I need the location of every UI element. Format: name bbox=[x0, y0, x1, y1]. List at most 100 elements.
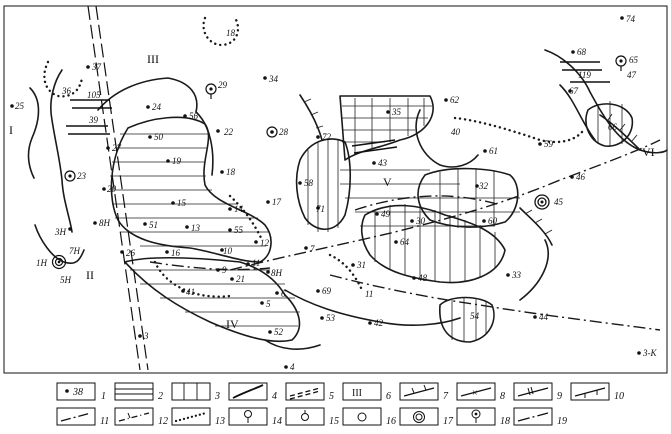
point-label: 36 bbox=[61, 86, 72, 96]
point-label: 30 bbox=[415, 216, 426, 226]
region-label-iii: III bbox=[147, 52, 159, 66]
legend-number: 13 bbox=[215, 416, 225, 427]
point-label: 31 bbox=[356, 260, 366, 270]
legend-roman-symbol: III bbox=[352, 388, 362, 399]
point-label: 17 bbox=[272, 197, 282, 207]
point-label: 7H bbox=[69, 246, 81, 256]
legend-number: 5 bbox=[329, 391, 334, 402]
legend-sample-value: 38 bbox=[72, 387, 83, 398]
vertical-hatch-zone-72-71 bbox=[295, 138, 351, 232]
point-label: 26 bbox=[126, 248, 136, 258]
point-label: 40 bbox=[451, 127, 461, 137]
point-label: 14 bbox=[234, 204, 244, 214]
point-label: 46 bbox=[576, 172, 586, 182]
point-label: 3-K bbox=[642, 348, 657, 358]
point-label: 53 bbox=[326, 313, 336, 323]
region-label-vi: VI bbox=[642, 145, 655, 159]
point-label: 18 bbox=[226, 167, 236, 177]
region-label-iv: IV bbox=[226, 317, 239, 331]
vertical-hatch-zone-center bbox=[360, 204, 506, 284]
point-label: 23 bbox=[77, 171, 87, 181]
point-label: 67 bbox=[569, 86, 579, 96]
point-label: 60 bbox=[488, 216, 498, 226]
point-label: 10 bbox=[223, 246, 233, 256]
point-label: 18 bbox=[226, 28, 236, 38]
point-label: 119 bbox=[578, 70, 591, 80]
point-label: 41 bbox=[186, 287, 195, 297]
point-label: 51 bbox=[149, 220, 158, 230]
point-label: 27 bbox=[112, 143, 122, 153]
point-label: 3H bbox=[54, 227, 67, 237]
point-label: 48 bbox=[418, 273, 428, 283]
point-label: 50 bbox=[154, 132, 164, 142]
legend-number: 8 bbox=[500, 391, 505, 402]
point-label: 34 bbox=[268, 74, 279, 84]
point-label: 21 bbox=[236, 274, 245, 284]
point-label: 43 bbox=[378, 158, 388, 168]
point-label: 54 bbox=[470, 311, 480, 321]
point-label: 5 bbox=[266, 299, 271, 309]
legend: 38 1 2 3 4 5 III 6 7 × 8 9 bbox=[56, 382, 624, 427]
legend-number: 3 bbox=[214, 391, 220, 402]
point-label: 74 bbox=[626, 14, 636, 24]
point-label: 11 bbox=[252, 258, 260, 268]
fault-lines bbox=[149, 139, 661, 331]
boundary-contours bbox=[27, 49, 668, 350]
map-frame bbox=[3, 5, 668, 374]
point-label: 29 bbox=[218, 80, 228, 90]
point-label: 28 bbox=[279, 127, 289, 137]
point-label: 19 bbox=[172, 156, 182, 166]
point-label: 8H bbox=[99, 218, 111, 228]
point-label: 58 bbox=[304, 178, 314, 188]
point-label: 12 bbox=[260, 238, 270, 248]
legend-number: 9 bbox=[557, 391, 562, 402]
point-label: 35 bbox=[391, 107, 402, 117]
point-label: 52 bbox=[274, 327, 284, 337]
legend-number: 1 bbox=[101, 391, 106, 402]
double-line-thrust bbox=[87, 5, 149, 371]
grid-hatch-zone-north bbox=[339, 95, 434, 161]
legend-number: 14 bbox=[272, 416, 282, 427]
horizontal-hatch-zone-west bbox=[110, 116, 272, 263]
point-label: 37 bbox=[91, 62, 102, 72]
point-label: 71 bbox=[316, 204, 325, 214]
legend-number: 2 bbox=[158, 391, 163, 402]
point-label: 45 bbox=[554, 197, 564, 207]
point-label: 7 bbox=[310, 244, 315, 254]
grid-hatch-zone-east bbox=[417, 167, 519, 228]
legend-number: 7 bbox=[443, 391, 449, 402]
point-label: 4 bbox=[290, 362, 295, 372]
point-label: 61 bbox=[489, 146, 498, 156]
horizontal-hatch-zone-southwest bbox=[124, 257, 301, 343]
point-label: 1H bbox=[36, 258, 48, 268]
point-label: 8H bbox=[271, 268, 283, 278]
point-label: 42 bbox=[374, 318, 384, 328]
point-label: 3 bbox=[143, 331, 149, 341]
point-label: 47 bbox=[627, 70, 637, 80]
point-label: 24 bbox=[152, 102, 162, 112]
region-label-v: V bbox=[383, 175, 392, 189]
point-label: 68 bbox=[577, 47, 587, 57]
point-label: 16 bbox=[171, 248, 181, 258]
region-label-ii: II bbox=[86, 268, 94, 282]
point-label: 9 bbox=[222, 265, 227, 275]
point-label: 44 bbox=[539, 312, 549, 322]
point-label: 66 bbox=[608, 122, 618, 132]
legend-number: 15 bbox=[329, 416, 339, 427]
legend-number: 6 bbox=[386, 391, 391, 402]
ticked-boundaries bbox=[299, 94, 641, 246]
point-label: 72 bbox=[322, 132, 332, 142]
point-label: 105 bbox=[87, 90, 101, 100]
legend-number: 16 bbox=[386, 416, 396, 427]
point-label: 6 bbox=[281, 289, 286, 299]
legend-number: 10 bbox=[614, 391, 624, 402]
point-label: 55 bbox=[234, 225, 244, 235]
legend-number: 18 bbox=[500, 416, 510, 427]
point-label: 20 bbox=[107, 184, 117, 194]
legend-number: 4 bbox=[272, 391, 277, 402]
point-label: 62 bbox=[450, 95, 460, 105]
point-label: 25 bbox=[15, 101, 25, 111]
point-label: 13 bbox=[191, 223, 201, 233]
legend-number: 17 bbox=[443, 416, 454, 427]
